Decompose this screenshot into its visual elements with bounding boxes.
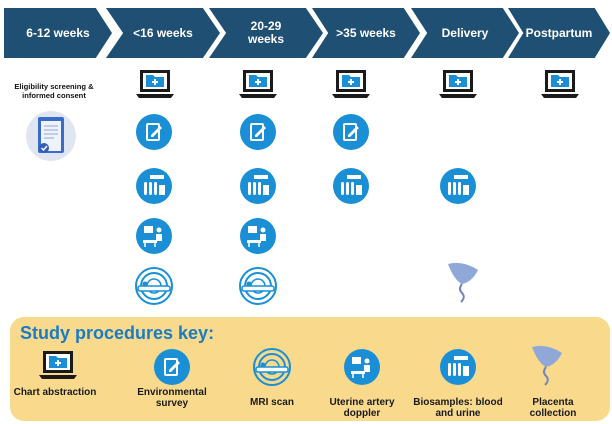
eligibility-label: Eligibility screening & informed consent xyxy=(14,82,94,100)
laptop-folder-icon xyxy=(238,68,278,109)
mri-scanner-icon xyxy=(238,266,278,311)
key-label-uterine-artery-doppler: Uterine artery doppler xyxy=(329,397,395,419)
test-tubes-icon xyxy=(333,168,369,204)
stage-under-16-weeks: <16 weeks xyxy=(106,8,220,58)
survey-pencil-icon xyxy=(136,114,172,150)
mri-scanner-icon xyxy=(134,266,174,311)
placenta-icon xyxy=(446,260,480,309)
key-label-mri-scan: MRI scan xyxy=(250,397,294,408)
test-tubes-icon xyxy=(240,168,276,204)
laptop-folder-icon xyxy=(135,68,175,109)
stage-20-29-weeks: 20-29 weeks xyxy=(209,8,323,58)
stage-6-12-weeks: 6-12 weeks xyxy=(4,8,112,58)
key-label-biosamples: Biosamples: blood and urine xyxy=(413,397,503,419)
ultrasound-icon xyxy=(136,218,172,254)
procedures-key-panel: Study procedures key: Chart abstraction … xyxy=(10,317,610,421)
placenta-icon xyxy=(530,343,564,392)
laptop-folder-icon xyxy=(38,349,78,390)
key-label-placenta-collection: Placenta collection xyxy=(529,397,577,419)
test-tubes-icon xyxy=(440,168,476,204)
test-tubes-icon xyxy=(440,349,476,385)
stage-over-35-weeks: >35 weeks xyxy=(312,8,420,58)
ultrasound-icon xyxy=(240,218,276,254)
key-title: Study procedures key: xyxy=(20,323,215,343)
test-tubes-icon xyxy=(136,168,172,204)
stage-delivery: Delivery xyxy=(411,8,519,58)
consent-form-icon xyxy=(26,110,76,167)
laptop-folder-icon xyxy=(331,68,371,109)
mri-scanner-icon xyxy=(252,347,292,392)
survey-pencil-icon xyxy=(333,114,369,150)
survey-pencil-icon xyxy=(154,349,190,385)
key-label-chart-abstraction: Chart abstraction xyxy=(13,387,97,398)
laptop-folder-icon xyxy=(540,68,580,109)
laptop-folder-icon xyxy=(438,68,478,109)
survey-pencil-icon xyxy=(240,114,276,150)
stage-postpartum: Postpartum xyxy=(508,8,610,58)
ultrasound-icon xyxy=(344,349,380,385)
key-label-environmental-survey: Environmental survey xyxy=(137,387,207,409)
